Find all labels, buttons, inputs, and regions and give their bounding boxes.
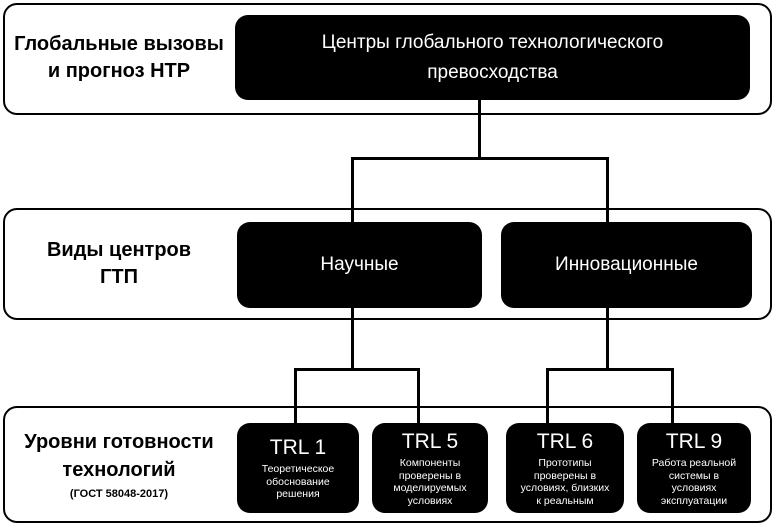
trl-desc-line: моделируемых	[393, 482, 467, 494]
connector-branch-innovative-trl	[546, 368, 674, 371]
connector-drop-scientific	[351, 157, 354, 224]
connector-drop-innovative	[606, 157, 609, 224]
connector-drop-trl1	[294, 368, 297, 425]
trl-title: TRL 1	[269, 436, 327, 460]
row-label-gost-note: (ГОСТ 58048-2017)	[69, 488, 169, 500]
trl-desc: Прототипы проверены в условиях, близких …	[521, 457, 610, 507]
node-innovative: Инновационные	[501, 222, 752, 308]
node-title-line: превосходства	[427, 61, 558, 83]
trl-desc-line: к реальным	[536, 494, 594, 507]
trl-desc: Теоретическое обоснование решения	[262, 463, 334, 501]
trl-desc-line: эксплуатации	[660, 494, 728, 507]
trl-title: TRL 5	[401, 430, 459, 453]
trl-title: TRL 9	[665, 430, 723, 453]
trl-desc-line: обоснование	[266, 475, 330, 488]
connector-innovative-stem	[606, 305, 609, 371]
trl-desc-line: системы в	[668, 469, 720, 482]
trl-title: TRL 6	[536, 430, 594, 453]
node-title: Научные	[320, 254, 399, 275]
trl-desc: Работа реальной системы в условиях экспл…	[652, 457, 736, 507]
trl-desc-line: проверены в	[398, 469, 462, 482]
row-label-center-types: Виды центров ГТП	[6, 237, 232, 291]
trl-desc-line: условиях	[407, 494, 453, 507]
node-title-line: Центры глобального технологического	[321, 31, 664, 53]
trl-desc-line: Работа реальной	[651, 457, 737, 469]
row-label-line: и прогноз НТР	[47, 60, 191, 82]
node-global-tech-superiority-centers: Центры глобального технологического прев…	[235, 15, 750, 100]
row-label-trl-levels: Уровни готовности технологий (ГОСТ 58048…	[6, 428, 232, 502]
row-label-line: Уровни готовности	[24, 431, 214, 453]
row-label-line: Виды центров	[46, 239, 192, 261]
row-label-line: ГТП	[100, 266, 138, 288]
row-label-line: технологий	[62, 459, 176, 481]
trl-desc-line: решения	[276, 488, 320, 501]
trl-desc-line: условиях	[671, 482, 717, 494]
connector-branch-types	[351, 157, 609, 160]
row-label-global-challenges: Глобальные вызовы и прогноз НТР	[6, 31, 232, 85]
row-label-line: Глобальные вызовы	[14, 33, 224, 55]
connector-drop-trl6	[546, 368, 549, 425]
connector-drop-trl9	[671, 368, 674, 425]
node-trl-6: TRL 6 Прототипы проверены в условиях, бл…	[506, 423, 624, 513]
node-trl-1: TRL 1 Теоретическое обоснование решения	[237, 423, 359, 513]
trl-desc-line: Прототипы	[538, 457, 592, 469]
trl-desc-line: проверены в	[533, 469, 597, 482]
node-trl-9: TRL 9 Работа реальной системы в условиях…	[637, 423, 751, 513]
trl-desc: Компоненты проверены в моделируемых усло…	[393, 457, 466, 507]
trl-desc-line: Теоретическое	[261, 463, 335, 476]
node-scientific: Научные	[237, 222, 482, 308]
connector-branch-scientific-trl	[294, 368, 420, 371]
trl-desc-line: Компоненты	[399, 457, 461, 469]
node-trl-5: TRL 5 Компоненты проверены в моделируемы…	[372, 423, 488, 513]
trl-desc-line: условиях, близких	[520, 482, 610, 494]
node-title: Инновационные	[555, 254, 698, 275]
connector-top-stem	[478, 99, 481, 159]
connector-scientific-stem	[351, 305, 354, 371]
connector-drop-trl5	[417, 368, 420, 425]
